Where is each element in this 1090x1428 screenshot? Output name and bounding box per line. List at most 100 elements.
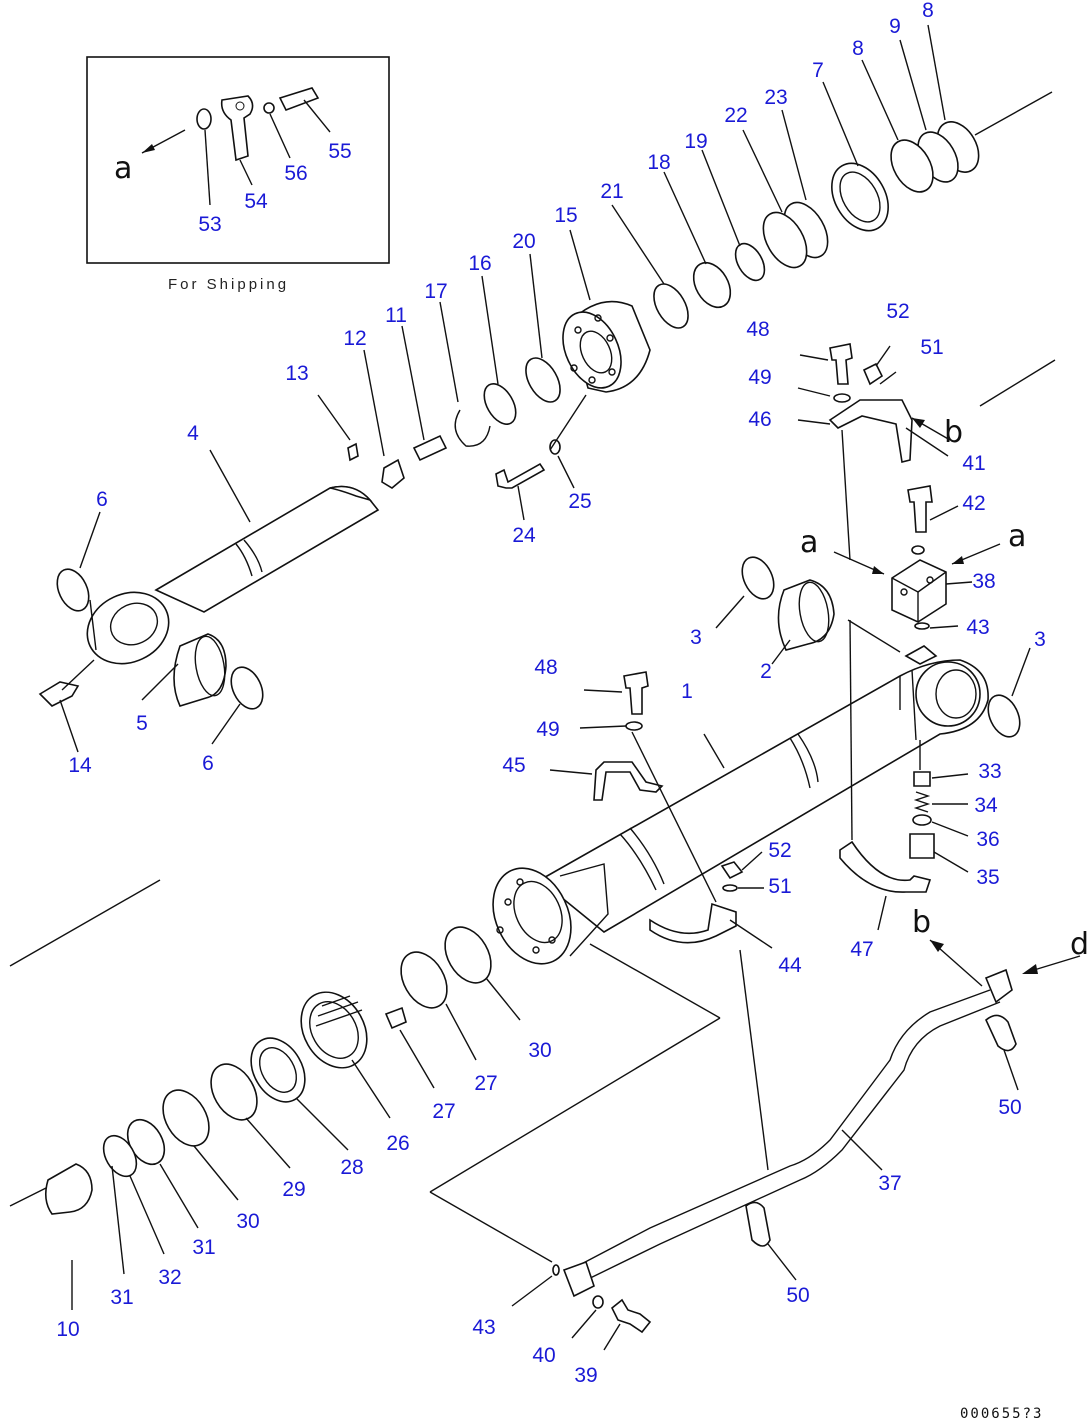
callout-3: 3 — [690, 626, 702, 649]
pipe-37 — [429, 943, 1019, 1298]
ref-b-upper: b — [944, 415, 963, 450]
dust-seal-3a — [741, 556, 775, 600]
callout-labels: 8987232219182115201617111213465614242548… — [56, 0, 1046, 1387]
ring-30a — [444, 926, 492, 984]
bolt-42 — [907, 485, 933, 533]
inset-part-53 — [196, 108, 212, 130]
ring-8b — [890, 139, 934, 193]
o-ring-43-lower — [552, 1264, 560, 1276]
washer-25 — [549, 439, 561, 455]
callout-52: 52 — [886, 300, 909, 323]
ref-b-lower: b — [912, 905, 931, 940]
bushing-18 — [692, 261, 732, 309]
callout-2: 2 — [760, 660, 772, 683]
pin-11 — [412, 434, 448, 462]
callout-27: 27 — [474, 1072, 497, 1095]
clamp-47 — [839, 840, 932, 893]
o-ring-43-upper — [914, 622, 930, 630]
callout-23: 23 — [764, 86, 787, 109]
callout-49: 49 — [536, 718, 559, 741]
callout-48: 48 — [534, 656, 557, 679]
callout-38: 38 — [972, 570, 995, 593]
callout-43: 43 — [966, 616, 989, 639]
grease-fitting-14 — [38, 681, 80, 707]
washer-40 — [592, 1295, 604, 1309]
callout-9: 9 — [889, 15, 901, 38]
ring-20 — [525, 357, 561, 403]
callout-52: 52 — [768, 839, 791, 862]
clamp-45 — [593, 761, 664, 801]
fitting-13 — [347, 442, 359, 462]
callout-1: 1 — [681, 680, 693, 703]
inset-part-54 — [220, 95, 254, 162]
callout-41: 41 — [962, 452, 985, 475]
ring-30b — [162, 1089, 210, 1147]
callout-26: 26 — [386, 1132, 409, 1155]
callout-5: 5 — [136, 712, 148, 735]
ring-27a — [400, 951, 448, 1009]
spring-34 — [913, 791, 931, 813]
dust-seal-6a — [56, 568, 90, 612]
callout-56: 56 — [284, 162, 307, 185]
callout-10: 10 — [56, 1318, 79, 1341]
callout-8: 8 — [852, 37, 864, 60]
nut-27b — [384, 1006, 407, 1030]
callout-51: 51 — [768, 875, 791, 898]
callout-13: 13 — [285, 362, 308, 385]
callout-24: 24 — [512, 524, 536, 547]
callout-6: 6 — [202, 752, 214, 775]
piston-rod-4 — [86, 485, 380, 665]
clamp-50-right — [985, 1014, 1017, 1052]
nut-12 — [381, 458, 405, 489]
ring-19 — [734, 242, 766, 282]
callout-17: 17 — [424, 280, 447, 303]
callout-8: 8 — [922, 0, 934, 22]
callout-20: 20 — [512, 230, 535, 253]
callout-7: 7 — [812, 59, 824, 82]
callout-43: 43 — [472, 1316, 495, 1339]
ring-21 — [653, 283, 689, 329]
callout-30: 30 — [236, 1210, 259, 1233]
callout-35: 35 — [976, 866, 999, 889]
piston-26 — [300, 991, 368, 1069]
callout-14: 14 — [68, 754, 92, 777]
callout-25: 25 — [568, 490, 591, 513]
washer-42 — [911, 545, 925, 555]
drawing-code: 000655?3 — [960, 1406, 1043, 1422]
callout-19: 19 — [684, 130, 707, 153]
bolt-39 — [610, 1298, 652, 1334]
clamp-44 — [649, 902, 737, 944]
callout-51: 51 — [920, 336, 943, 359]
callout-50: 50 — [786, 1284, 809, 1307]
inset-part-56 — [263, 102, 275, 114]
callout-31: 31 — [192, 1236, 215, 1259]
ref-a-left: a — [800, 525, 818, 560]
callout-34: 34 — [974, 794, 998, 817]
callout-11: 11 — [385, 304, 407, 327]
bracket-41 — [828, 399, 913, 463]
callout-4: 4 — [187, 422, 199, 445]
bolt-48-lower — [623, 671, 649, 715]
callout-53: 53 — [198, 213, 221, 236]
ref-d: d — [1070, 927, 1089, 962]
inset-frame — [86, 56, 390, 264]
inset-caption: For Shipping — [168, 276, 289, 293]
cylinder-head-15 — [562, 300, 651, 393]
inset-ref-a: a — [114, 151, 132, 186]
callout-44: 44 — [778, 954, 802, 977]
rod-assembly — [38, 24, 1053, 753]
callout-47: 47 — [850, 938, 873, 961]
snap-ring-17 — [454, 409, 491, 447]
callout-30: 30 — [528, 1039, 551, 1062]
clamp-50-lower — [745, 1201, 771, 1247]
callout-48: 48 — [746, 318, 769, 341]
upper-bracket-group — [797, 343, 1056, 630]
callout-3: 3 — [1034, 628, 1046, 651]
ring-29 — [210, 1063, 258, 1121]
shipping-inset: For Shipping a 53 54 56 55 — [86, 56, 390, 293]
callout-27: 27 — [432, 1100, 455, 1123]
callout-32: 32 — [158, 1266, 181, 1289]
washer-49-upper — [833, 393, 851, 403]
